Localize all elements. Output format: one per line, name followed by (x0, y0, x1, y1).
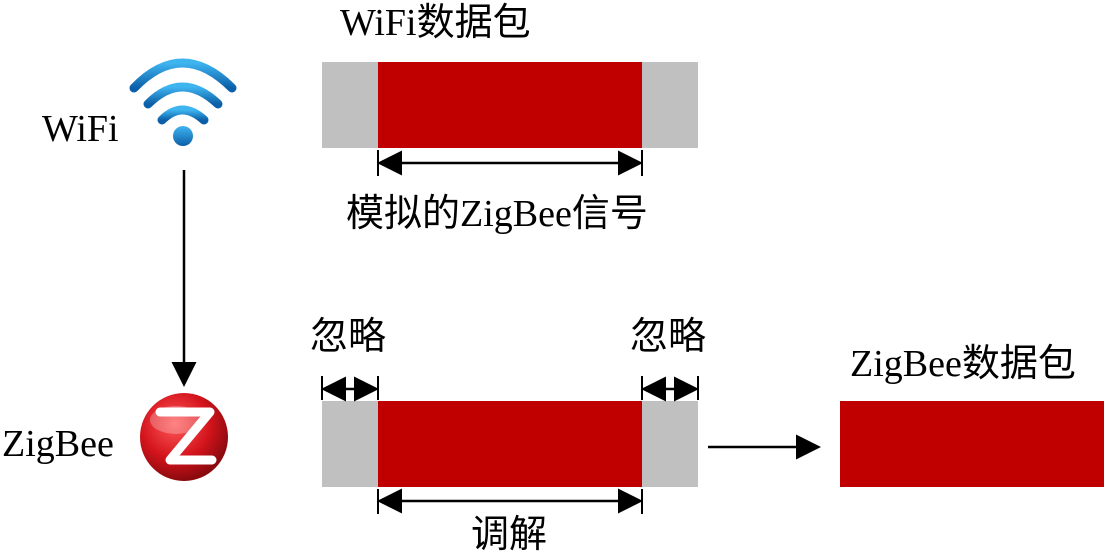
ignore-right-span (641, 376, 699, 402)
zigbee-packet-title: ZigBee数据包 (850, 343, 1076, 385)
wifi-packet (322, 62, 698, 148)
wifi-packet-payload (378, 62, 642, 148)
ignore-left-span (321, 376, 379, 402)
ignore-right-label: 忽略 (630, 316, 707, 358)
demodulate-label: 调解 (471, 514, 548, 556)
wifi-icon (129, 58, 237, 146)
simulated-zigbee-span (377, 150, 643, 176)
wifi-packet-right-padding (642, 62, 698, 148)
wifi-packet-title: WiFi数据包 (340, 2, 531, 44)
demodulate-span (377, 488, 643, 514)
wifi-label: WiFi (42, 108, 119, 150)
wifi-packet-left-padding (322, 62, 378, 148)
received-packet-left-padding (322, 401, 378, 487)
received-packet-right-padding (642, 401, 698, 487)
zigbee-label: ZigBee (2, 423, 114, 465)
simulated-zigbee-label: 模拟的ZigBee信号 (346, 193, 648, 235)
zigbee-logo-icon (140, 393, 228, 481)
ignore-left-label: 忽略 (310, 316, 387, 358)
received-packet (322, 401, 698, 487)
zigbee-packet (840, 401, 1104, 487)
received-packet-payload (378, 401, 642, 487)
